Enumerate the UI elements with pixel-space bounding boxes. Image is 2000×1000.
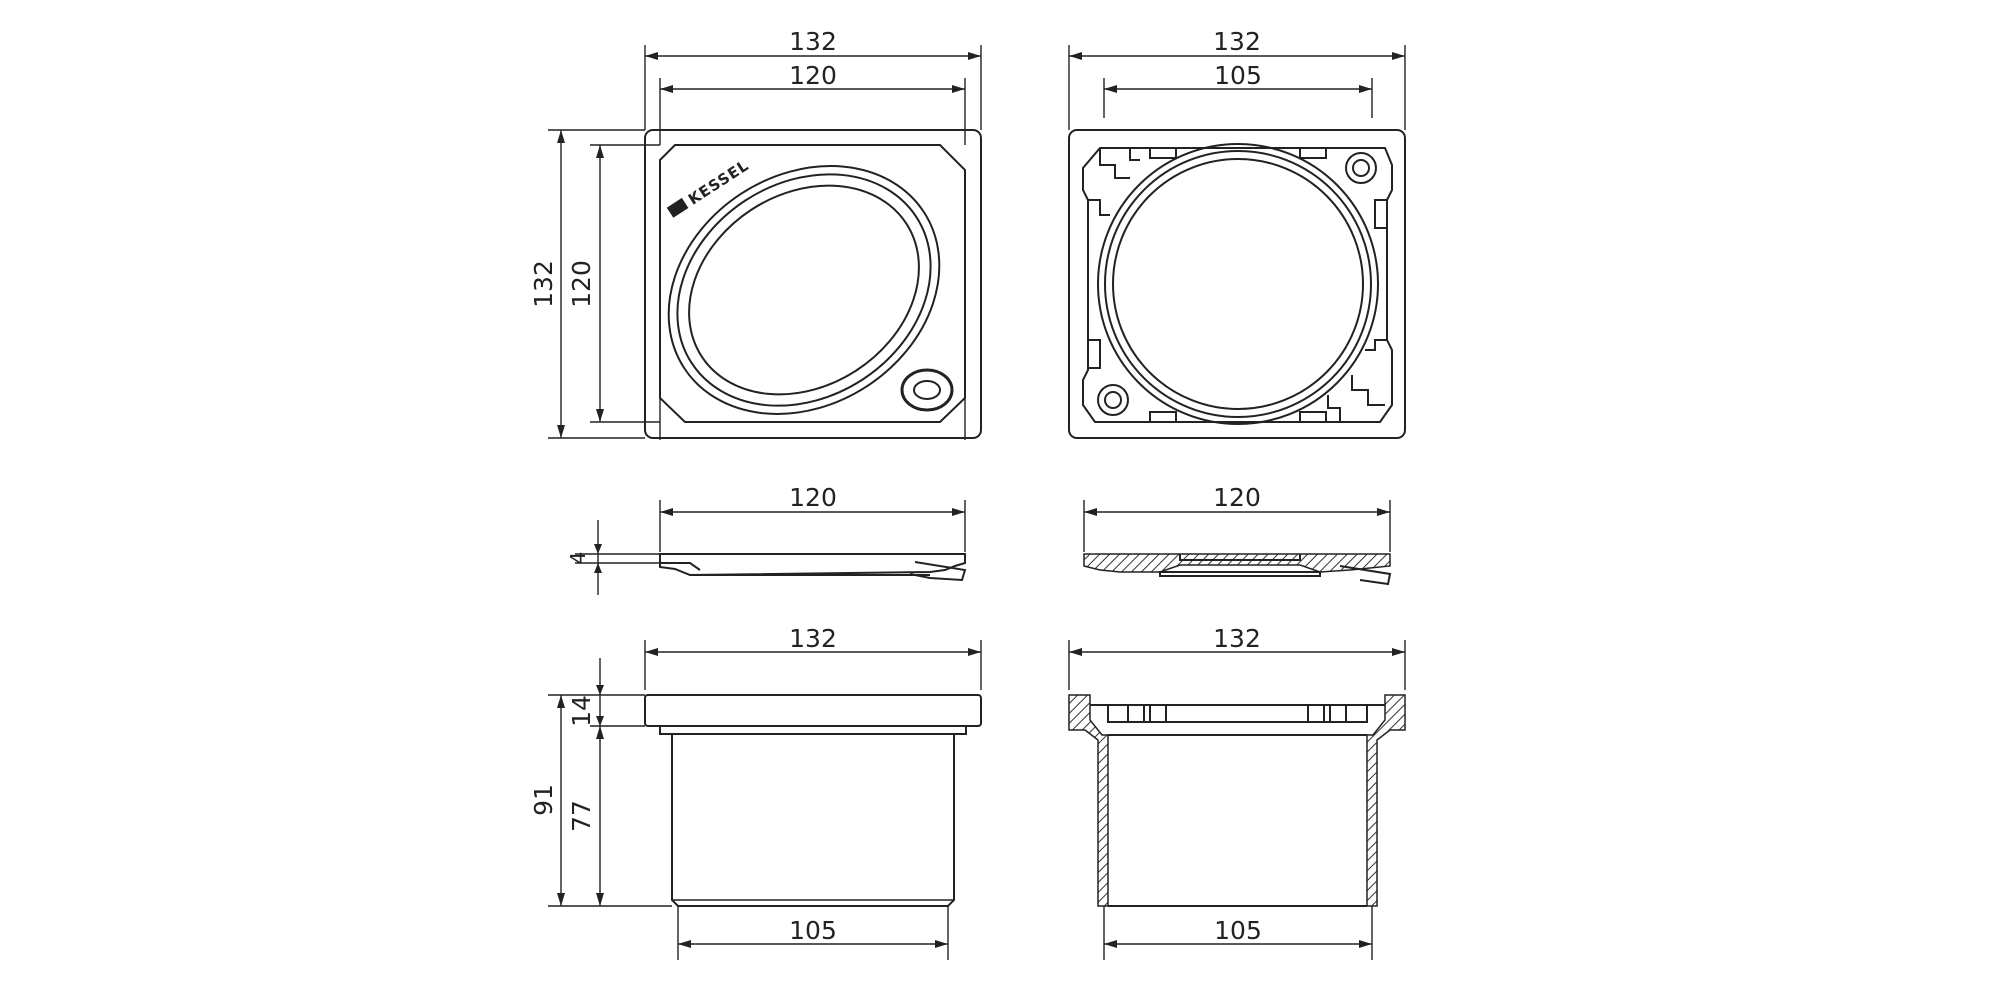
logo-text: KESSEL bbox=[685, 156, 752, 208]
rib-corner bbox=[1327, 395, 1341, 422]
section-recess bbox=[1179, 554, 1301, 561]
side-tab bbox=[1087, 339, 1101, 369]
side-tab bbox=[1149, 147, 1177, 159]
dim-body-flange-height: 14 bbox=[567, 658, 604, 727]
seat-rib bbox=[1307, 704, 1325, 723]
dim-top-overall-width: 132 bbox=[645, 27, 981, 60]
dim-label: 120 bbox=[1213, 483, 1261, 512]
body-section-view: 132 105 bbox=[1068, 624, 1406, 960]
grate-side-outline bbox=[659, 553, 966, 577]
dim-label: 77 bbox=[567, 800, 596, 832]
body-collar bbox=[659, 725, 967, 735]
section-wall-left bbox=[1068, 694, 1109, 907]
dim-label: 105 bbox=[789, 916, 837, 945]
screw-hole-icon bbox=[1097, 384, 1129, 416]
bottom-view-grate: 132 105 bbox=[1068, 27, 1406, 439]
dim-grate-side-width: 120 bbox=[660, 483, 965, 516]
frame-outline bbox=[1068, 129, 1406, 439]
dim-top-overall-height: 132 bbox=[529, 130, 565, 438]
seat-rib bbox=[1329, 704, 1347, 723]
hatched-section bbox=[1083, 553, 1391, 573]
rib-outline bbox=[1082, 147, 1393, 423]
dim-body-top-width: 132 bbox=[645, 624, 981, 656]
side-tab bbox=[1374, 199, 1388, 229]
dim-label: 120 bbox=[789, 483, 837, 512]
dim-label: 120 bbox=[567, 260, 596, 308]
dim-label: 132 bbox=[529, 260, 558, 308]
top-view-grate: 132 120 132 120 bbox=[529, 27, 982, 439]
dim-label: 105 bbox=[1214, 61, 1262, 90]
body-flange bbox=[644, 694, 982, 727]
body-side-view: 132 91 14 77 bbox=[529, 624, 982, 960]
rib-corner bbox=[1099, 148, 1130, 179]
frame-outline bbox=[644, 129, 982, 439]
dim-label: 120 bbox=[789, 61, 837, 90]
dim-grate-thickness: 4 bbox=[566, 520, 660, 595]
dim-body-section-bottom-width: 105 bbox=[1104, 916, 1372, 948]
grate-side-view: 120 4 bbox=[566, 392, 967, 595]
dim-label: 132 bbox=[1213, 27, 1261, 56]
section-wall-right bbox=[1366, 694, 1406, 907]
dim-body-section-top-width: 132 bbox=[1069, 624, 1405, 656]
dim-bottom-overall-width: 132 bbox=[1069, 27, 1405, 60]
dim-bottom-inner-width: 105 bbox=[1104, 61, 1372, 93]
grate-plate bbox=[659, 144, 966, 423]
section-bottom bbox=[1159, 571, 1321, 577]
grate-section-view: 120 bbox=[1083, 483, 1392, 586]
dim-label: 132 bbox=[789, 624, 837, 653]
dim-body-bottom-width: 105 bbox=[678, 916, 948, 948]
kessel-logo: KESSEL bbox=[666, 156, 752, 218]
dim-label: 14 bbox=[567, 695, 596, 727]
outlet-circle bbox=[1097, 143, 1379, 425]
rib-corner bbox=[1351, 375, 1385, 406]
dim-grate-section-width: 120 bbox=[1084, 483, 1390, 516]
seat-rib bbox=[1127, 704, 1145, 723]
rib-corner bbox=[1088, 199, 1110, 216]
screw-hole-icon bbox=[1345, 152, 1377, 184]
side-tab bbox=[1299, 411, 1327, 423]
dim-body-total-height: 91 bbox=[529, 695, 565, 906]
side-tab bbox=[1299, 147, 1327, 159]
rib-corner bbox=[1129, 148, 1140, 161]
section-detail bbox=[1339, 565, 1392, 586]
grate-oval bbox=[667, 165, 941, 415]
body-pipe bbox=[671, 734, 955, 907]
dim-top-inner-width: 120 bbox=[660, 61, 965, 93]
dim-label: 132 bbox=[789, 27, 837, 56]
seat-rib bbox=[1149, 704, 1167, 723]
dim-label: 91 bbox=[529, 784, 558, 816]
rib-corner bbox=[1365, 339, 1387, 351]
dim-label: 132 bbox=[1213, 624, 1261, 653]
grate-side-detail bbox=[660, 562, 701, 571]
screw-slot-icon bbox=[900, 368, 954, 412]
grate-side-detail bbox=[909, 561, 967, 582]
seat-recess bbox=[1107, 705, 1368, 723]
dim-label: 105 bbox=[1214, 916, 1262, 945]
dim-body-height: 77 bbox=[567, 726, 604, 906]
dim-top-inner-height: 120 bbox=[567, 145, 604, 422]
side-tab bbox=[1149, 411, 1177, 423]
dim-label: 4 bbox=[566, 552, 590, 565]
